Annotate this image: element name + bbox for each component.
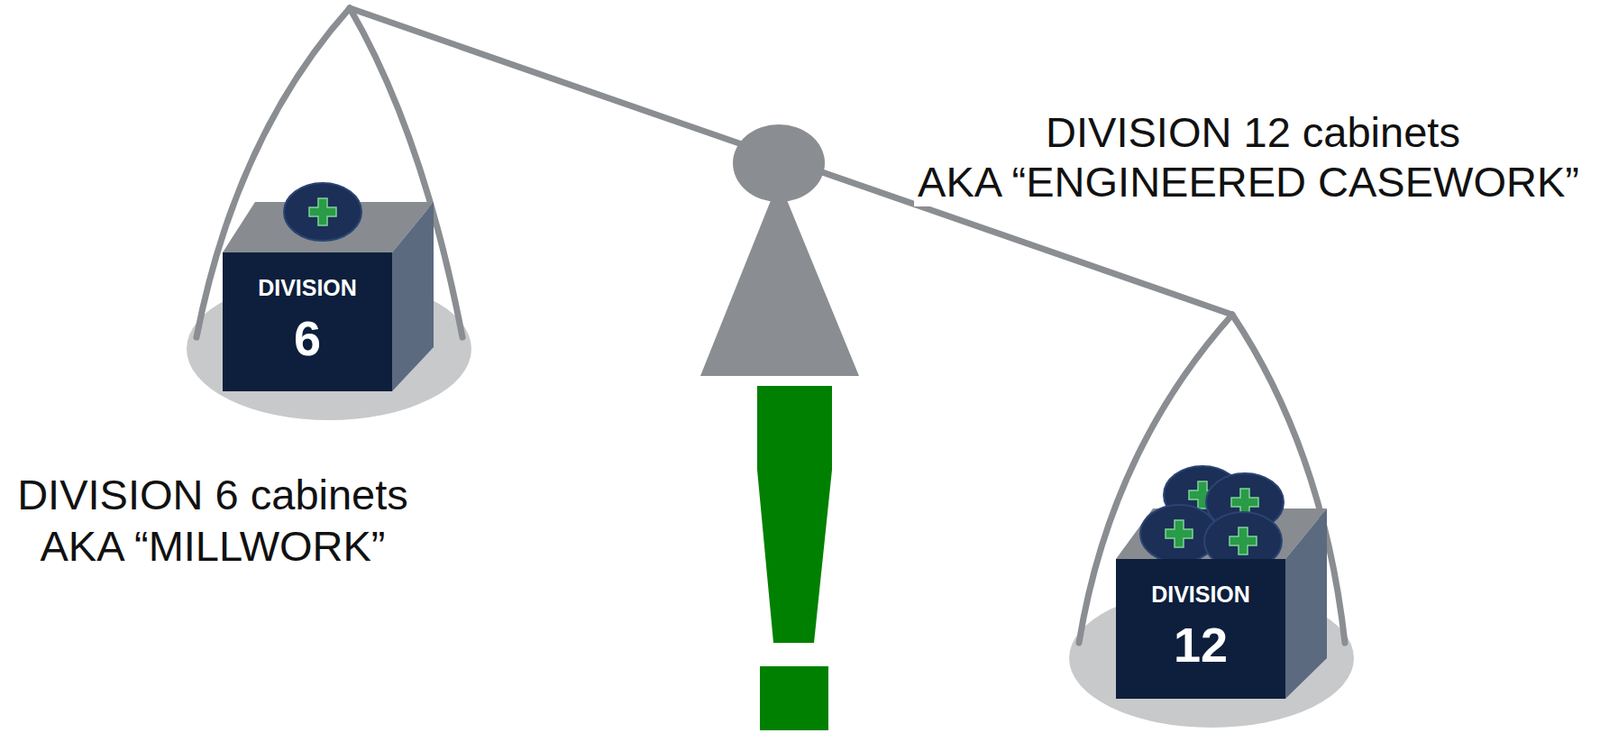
division-heading: DIVISION [1151, 582, 1251, 608]
caption-label: DIVISION 12 cabinets [1042, 108, 1464, 157]
caption-label: DIVISION 6 cabinets [13, 470, 412, 520]
division-box: DIVISION 12 [1115, 558, 1286, 699]
caption-label: AKA “ENGINEERED CASEWORK” [914, 157, 1583, 207]
box-side [1285, 508, 1327, 699]
box-side [392, 201, 434, 392]
coin-face [283, 182, 362, 241]
pivot [732, 124, 825, 202]
fulcrum [700, 180, 860, 376]
plus-symbol [309, 198, 337, 226]
division-number: 12 [1173, 618, 1228, 672]
exclamation-bar [757, 385, 832, 643]
division-number: 6 [293, 311, 321, 366]
division-heading: DIVISION [257, 275, 357, 302]
plus-symbol [1165, 520, 1193, 548]
exclamation-dot [759, 666, 829, 731]
division-box: DIVISION 6 [222, 252, 393, 392]
caption-label: AKA “MILLWORK” [36, 521, 389, 571]
coin [283, 182, 362, 241]
plus-symbol [1229, 527, 1257, 555]
